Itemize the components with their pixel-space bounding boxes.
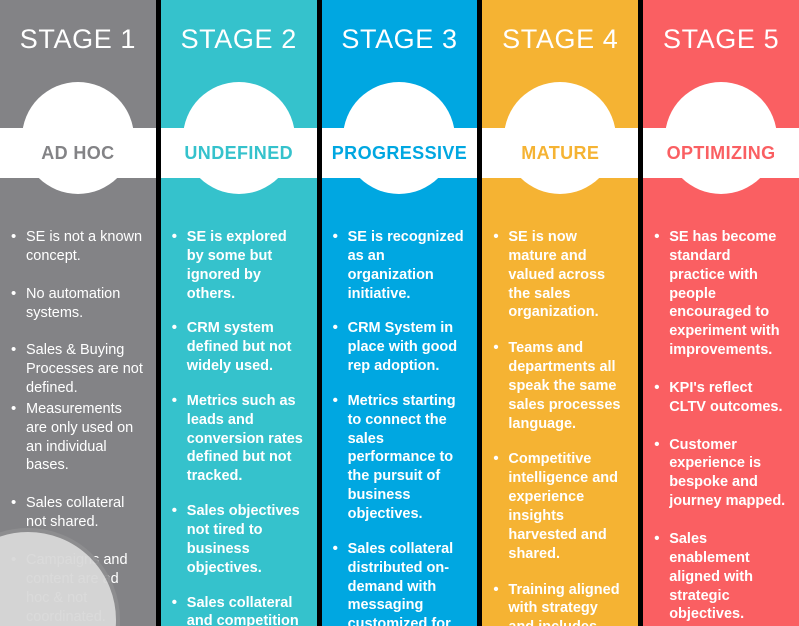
list-item: Customer experience is bespoke and journ… xyxy=(654,435,787,511)
list-item: Sales collateral and competition informa… xyxy=(172,592,305,626)
list-item: KPI's reflect CLTV outcomes. xyxy=(654,378,787,417)
stage-band-5 xyxy=(643,128,799,178)
list-item: SE is not a known concept. xyxy=(11,227,144,266)
list-item: No automation systems. xyxy=(11,284,144,323)
stage-bullets-5: SE has become standard practice with peo… xyxy=(643,227,799,622)
stage-bullets-1: SE is not a known concept. No automation… xyxy=(0,227,156,624)
stage-column-3[interactable]: STAGE 3 PROGRESSIVE SE is recognized as … xyxy=(321,0,478,626)
list-item: CRM system defined but not widely used. xyxy=(172,318,305,376)
stage-bullets-4: SE is now mature and valued across the s… xyxy=(482,227,638,626)
list-item: Sales & Buying Processes are not defined… xyxy=(11,340,144,398)
stage-column-5[interactable]: STAGE 5 OPTIMIZING SE has become standar… xyxy=(643,0,799,626)
list-item: Metrics such as leads and conversion rat… xyxy=(172,391,305,486)
list-item: Competitive intelligence and experience … xyxy=(493,449,626,563)
stage-name-5: OPTIMIZING xyxy=(666,142,776,163)
stage-column-2[interactable]: STAGE 2 UNDEFINED SE is explored by some… xyxy=(160,0,317,626)
stage-heading-1: STAGE 1 xyxy=(19,24,137,54)
stage-band-3 xyxy=(321,128,478,178)
list-item: Sales objectives not tired to business o… xyxy=(172,501,305,577)
list-item: SE is now mature and valued across the s… xyxy=(493,227,626,322)
list-item: CRM System in place with good rep adopti… xyxy=(333,318,466,376)
list-item: SE has become standard practice with peo… xyxy=(654,227,787,360)
list-item: Sales collateral distributed on-demand w… xyxy=(333,539,466,626)
stage-heading-3: STAGE 3 xyxy=(341,24,458,54)
stage-name-3: PROGRESSIVE xyxy=(331,142,468,163)
list-item: Teams and departments all speak the same… xyxy=(493,338,626,433)
stage-name-2: UNDEFINED xyxy=(184,142,293,163)
stage-heading-5: STAGE 5 xyxy=(662,24,780,54)
stage-heading-2: STAGE 2 xyxy=(180,24,297,54)
stage-heading-4: STAGE 4 xyxy=(502,24,619,54)
stage-column-4[interactable]: STAGE 4 MATURE SE is now mature and valu… xyxy=(482,0,639,626)
stage-band-1 xyxy=(0,128,156,178)
list-item: Measurements are only used on an individ… xyxy=(11,399,144,475)
stage-bullets-2: SE is explored by some but ignored by ot… xyxy=(161,227,317,626)
list-item: SE is explored by some but ignored by ot… xyxy=(172,227,305,303)
stage-name-1: AD HOC xyxy=(41,142,115,163)
stage-name-4: MATURE xyxy=(521,142,600,163)
list-item: Sales collateral not shared. xyxy=(11,493,144,532)
stage-band-4 xyxy=(482,128,639,178)
list-item: Training aligned with strategy and inclu… xyxy=(493,579,626,626)
list-item: Sales enablement aligned with strategic … xyxy=(654,529,787,624)
stage-band-2 xyxy=(160,128,317,178)
list-item: Metrics starting to connect the sales pe… xyxy=(333,391,466,524)
list-item: SE is recognized as an organization init… xyxy=(333,227,466,303)
stage-bullets-3: SE is recognized as an organization init… xyxy=(322,227,478,626)
stage-column-1[interactable]: STAGE 1 AD HOC SE is not a known concept… xyxy=(0,0,156,626)
